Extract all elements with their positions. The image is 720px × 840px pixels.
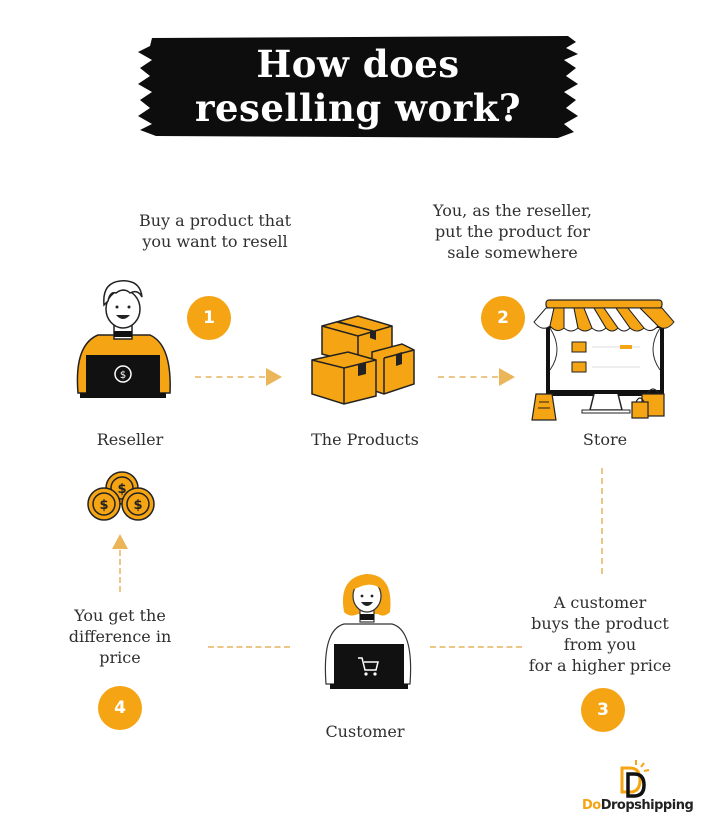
caption-line: sale somewhere (447, 243, 578, 262)
caption-line: you want to resell (142, 232, 288, 251)
caption-line: You get the (74, 606, 166, 625)
money-illustration: $ $ $ (82, 470, 160, 526)
step-4-caption: You get the difference in price (55, 605, 185, 668)
title-banner: How does reselling work? (138, 30, 578, 142)
step-3-caption: A customer buys the product from you for… (505, 592, 695, 676)
caption-line: from you (563, 635, 637, 654)
page-title: How does reselling work? (138, 42, 578, 130)
step-4-badge: 4 (98, 686, 142, 730)
caption-line: difference in (68, 627, 172, 646)
step-3-badge: 3 (581, 688, 625, 732)
svg-text:$: $ (99, 498, 108, 513)
person-with-laptop-cart-icon (324, 574, 412, 689)
caption-line: You, as the reseller, (433, 201, 592, 220)
svg-text:$: $ (120, 370, 126, 381)
reseller-illustration: $ (68, 275, 180, 405)
step-1-caption: Buy a product that you want to resell (100, 210, 330, 252)
connector-step-3-to-customer (430, 646, 522, 648)
caption-line: for a higher price (528, 656, 672, 675)
arrow-2-head-icon (499, 368, 515, 386)
arrow-1-line (195, 376, 265, 378)
storefront-monitor-icon (531, 299, 675, 421)
svg-text:$: $ (117, 482, 126, 497)
caption-line: buys the product (531, 614, 669, 633)
customer-illustration (318, 568, 418, 692)
customer-label: Customer (325, 722, 405, 741)
step-2-caption: You, as the reseller, put the product fo… (400, 200, 625, 263)
caption-line: A customer (553, 593, 647, 612)
arrow-4-head-icon (112, 534, 128, 549)
coins-icon: $ $ $ (87, 471, 155, 521)
title-line-2: reselling work? (194, 86, 522, 130)
products-illustration (308, 312, 420, 408)
caption-line: Buy a product that (138, 211, 292, 230)
step-2-badge: 2 (481, 296, 525, 340)
lightbulb-d-logo-icon (620, 760, 650, 798)
connector-store-to-step-3 (601, 468, 603, 574)
brand-logo: DoDropshipping (578, 758, 694, 818)
boxes-icon (311, 315, 415, 405)
products-label: The Products (311, 430, 419, 449)
store-illustration (530, 298, 678, 422)
connector-customer-to-step-4 (208, 646, 290, 648)
arrow-1-head-icon (266, 368, 282, 386)
logo-wordmark: DoDropshipping (582, 798, 694, 813)
logo-prefix: Do (582, 798, 601, 813)
step-1-badge: 1 (187, 296, 231, 340)
title-line-1: How does (256, 42, 460, 86)
reseller-label: Reseller (96, 430, 164, 449)
arrow-2-line (438, 376, 498, 378)
logo-suffix: Dropshipping (600, 798, 694, 813)
caption-line: price (99, 648, 141, 667)
svg-text:$: $ (133, 498, 142, 513)
arrow-4-line (119, 550, 121, 592)
caption-line: put the product for (434, 222, 591, 241)
brush-stroke-background (138, 36, 578, 138)
store-label: Store (582, 430, 628, 449)
person-with-laptop-dollar-icon: $ (76, 280, 171, 398)
